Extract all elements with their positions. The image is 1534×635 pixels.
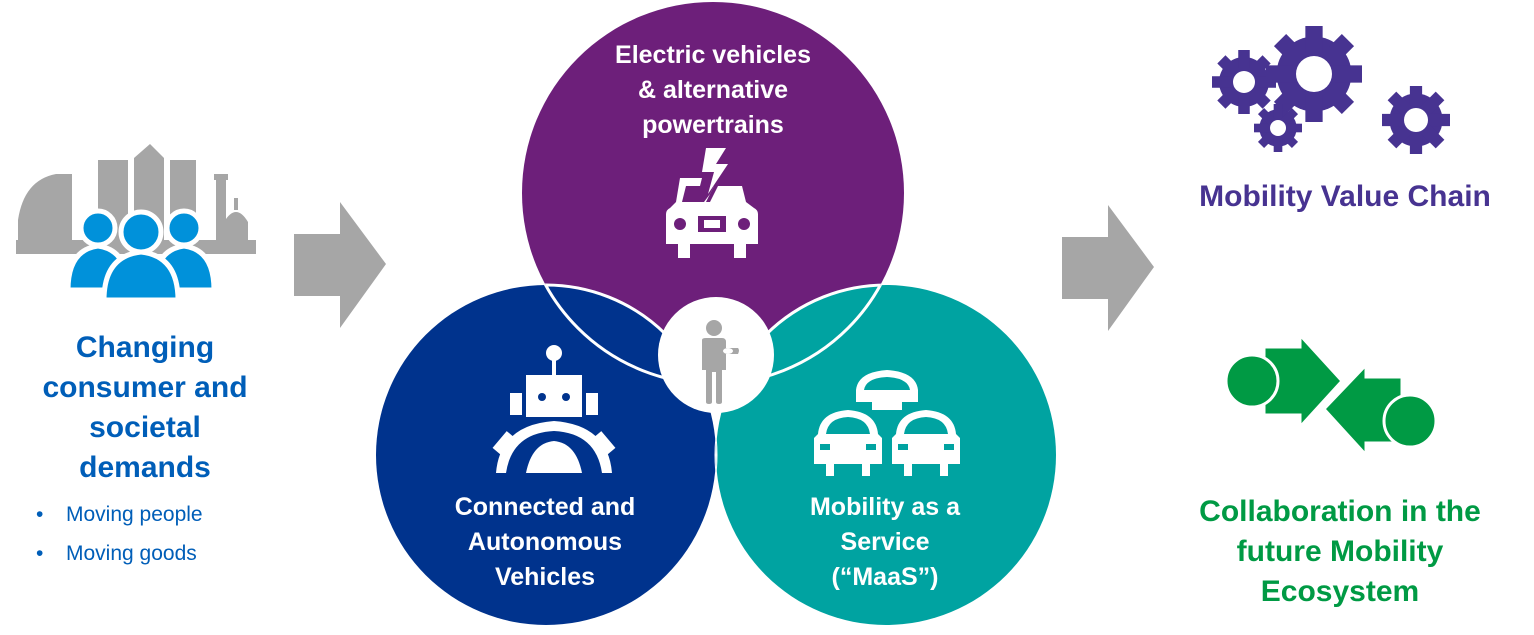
right-arrow-icon [1062, 205, 1156, 331]
maas-label: Mobility as a Service (“MaaS”) [745, 490, 1025, 595]
title-line: Changing [75, 331, 215, 364]
bullet-dot: • [36, 503, 44, 526]
robot-driver-icon [492, 345, 616, 475]
electric-car-icon [666, 148, 758, 258]
right-arrow-icon [294, 202, 388, 328]
title-line: societal [89, 411, 201, 444]
label-line: powertrains [642, 111, 784, 139]
title-line: consumer and [42, 371, 248, 404]
label-line: Mobility as a [809, 493, 961, 521]
maas-circle [716, 285, 1056, 625]
title-line: demands [79, 451, 211, 484]
bullet-text: Moving people [66, 503, 203, 526]
label-line: Connected and [454, 493, 636, 521]
label-line: (“MaaS”) [831, 563, 939, 591]
collaboration-arrows-icon [1224, 331, 1438, 459]
bullet-item: • Moving goods [36, 539, 203, 578]
collaboration-title: Collaboration in the future Mobility Eco… [1160, 492, 1520, 612]
label-line: Service [840, 528, 930, 556]
bullet-item: • Moving people [36, 500, 203, 539]
title-line: future Mobility [1236, 535, 1444, 568]
consumer-demands-title: Changing consumer and societal demands [10, 328, 280, 488]
cav-label: Connected and Autonomous Vehicles [400, 490, 690, 595]
label-line: & alternative [637, 76, 789, 104]
person-with-smartwatch-icon [692, 318, 742, 408]
title-line: Ecosystem [1260, 575, 1420, 608]
people-city-icon [16, 140, 256, 303]
label-line: Vehicles [494, 563, 596, 591]
demands-bullet-list: • Moving people • Moving goods [36, 500, 203, 578]
shared-cars-icon [812, 368, 962, 476]
gears-icon [1210, 24, 1450, 158]
label-line: Autonomous [467, 528, 623, 556]
bullet-text: Moving goods [66, 542, 197, 565]
title-line: Collaboration in the [1199, 495, 1481, 528]
label-line: Electric vehicles [615, 41, 811, 69]
ev-label: Electric vehicles & alternative powertra… [563, 38, 863, 143]
mobility-value-chain-title: Mobility Value Chain [1199, 180, 1491, 213]
bullet-dot: • [36, 542, 44, 565]
